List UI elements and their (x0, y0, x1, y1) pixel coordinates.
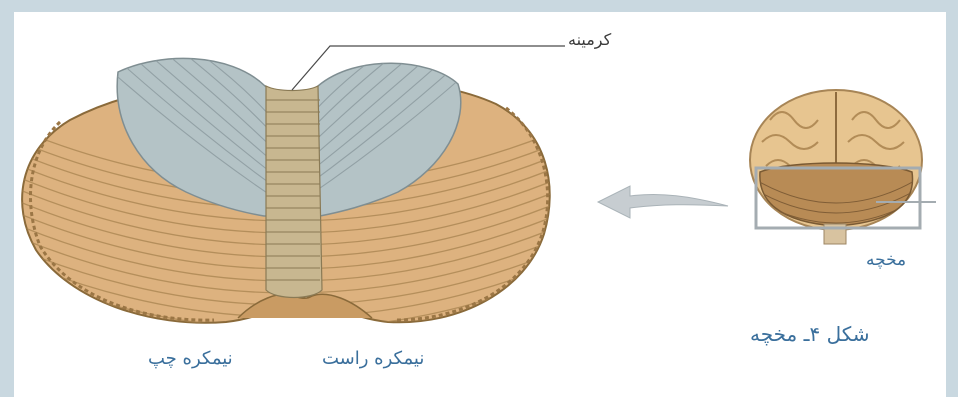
vermis-label: کرمینه (568, 30, 611, 49)
vermis-strip (266, 86, 322, 298)
cerebellum-label: مخچه (866, 250, 906, 270)
left-hemisphere-label: نیمکره چپ (148, 348, 233, 369)
figure-caption: شکل ۴ـ مخچه (750, 322, 870, 346)
left-arrow-icon (598, 186, 728, 218)
right-hemisphere-label: نیمکره راست (322, 348, 424, 369)
